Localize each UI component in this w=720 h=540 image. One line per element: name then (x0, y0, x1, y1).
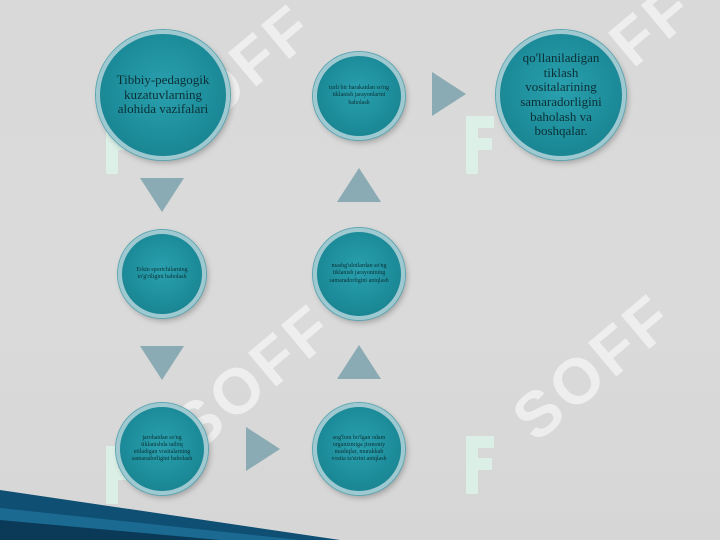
arrow-right-icon (432, 72, 466, 116)
arrow-right-icon (246, 427, 280, 471)
node-step-6: turli bir harakatdan so'ng tiklanish jar… (313, 52, 405, 140)
node-final: qo'llaniladigan tiklash vositalarining s… (496, 30, 626, 160)
watermark: SOFF (498, 279, 688, 455)
arrow-down-icon (140, 178, 184, 212)
node-main-title: Tibbiy-pedagogik kuzatuvlarning alohida … (96, 30, 230, 160)
arrow-down-icon (140, 346, 184, 380)
watermark-logo-icon (466, 436, 494, 494)
arrow-up-icon (337, 345, 381, 379)
watermark-logo-icon (466, 116, 494, 174)
node-step-5: mashg'ulotlardan so'ng tiklanish jarayon… (313, 228, 405, 320)
node-step-2: Erkin sportchilarning to'g'riligini baho… (118, 230, 206, 318)
corner-decoration (0, 490, 340, 540)
node-step-4: sog'lom bo'lgan odam organizmiga jismoni… (313, 403, 405, 495)
node-step-3: jarohatdan so'ng tiklanishda tatbiq etil… (116, 403, 208, 495)
arrow-up-icon (337, 168, 381, 202)
